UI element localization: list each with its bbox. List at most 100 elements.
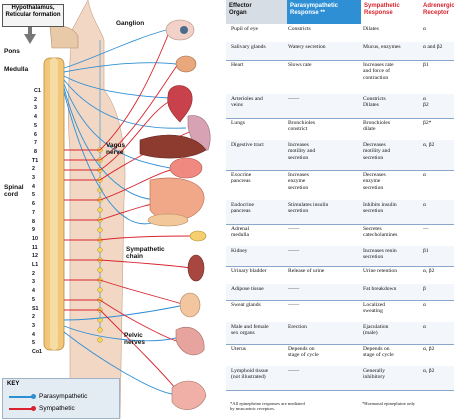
segment-label: 2 — [32, 271, 35, 277]
segment-label: 3 — [32, 175, 35, 181]
vagus-nerve-label: Vagus nerve — [106, 142, 125, 156]
parasympathetic-cell: Stimulates insulin secretion — [288, 202, 348, 215]
receptor-cell: β1 — [423, 248, 453, 254]
segment-label: 7 — [32, 210, 35, 216]
table-row: LungsBronchioles constrictBronchioles di… — [226, 118, 454, 141]
sympathetic-cell: Localized sweating — [363, 302, 419, 315]
footnote-right: *Hormonal epinephrine only — [362, 401, 454, 406]
segment-label: 3 — [32, 279, 35, 285]
effector-cell: Lymphoid tissue (not illustrated) — [231, 368, 285, 381]
segment-label: S1 — [32, 306, 38, 312]
pancreas-organ — [148, 214, 188, 226]
segment-label: L1 — [32, 262, 38, 268]
segment-label: 5 — [32, 297, 35, 303]
key-legend: KEY Parasympathetic Sympathetic — [2, 378, 120, 419]
receptor-cell: α — [423, 324, 453, 330]
autonomic-diagram: Hypothalamus, Reticular formation Gangli… — [0, 0, 222, 419]
pons-label: Pons — [4, 48, 20, 55]
sympathetic-cell: Increases rate and force of contraction — [363, 62, 419, 81]
segment-label: Co1 — [32, 349, 42, 355]
receptor-cell: α — [423, 202, 453, 208]
sympathetic-chain-label: Sympathetic chain — [126, 246, 165, 260]
receptor-cell: α, β2 — [423, 142, 453, 148]
receptor-cell: α, β2 — [423, 346, 453, 352]
intestine-organ — [150, 178, 204, 220]
sympathetic-cell: Depends on stage of cycle — [363, 346, 419, 359]
sympathetic-cell: Generally inhibitory — [363, 368, 419, 381]
chain-ganglion — [98, 208, 103, 213]
effector-cell: Uterus — [231, 346, 285, 352]
effector-cell: Adipose tissue — [231, 286, 285, 292]
kidney-organ — [188, 255, 204, 281]
parasympathetic-cell: Watery secretion — [288, 44, 348, 50]
effector-cell: Male and female sex organs — [231, 324, 285, 337]
parasympathetic-cell: —— — [288, 96, 348, 102]
parasympathetic-cell: Increases motility and secretion — [288, 142, 348, 161]
sympathetic-cell: Mucus, enzymes — [363, 44, 419, 50]
chain-ganglion — [98, 328, 103, 333]
effector-cell: Salivary glands — [231, 44, 285, 50]
table-row: Adipose tissue——Fat breakdownβ — [226, 284, 454, 301]
adrenal-organ — [190, 231, 206, 241]
receptor-cell: α — [423, 302, 453, 308]
symp-key-label: Sympathetic — [39, 405, 75, 412]
pelvic-nerves-label: Pelvic nerves — [124, 332, 145, 346]
parasympathetic-cell: Slows rate — [288, 62, 348, 68]
symp-key-dot — [31, 406, 36, 411]
header-receptor: Adrenergic Receptor — [420, 0, 454, 24]
effector-cell: Pupil of eye — [231, 26, 285, 32]
segment-label: 5 — [34, 123, 37, 129]
parasympathetic-cell: Constricts — [288, 26, 348, 32]
table-row: Lymphoid tissue (not illustrated)——Gener… — [226, 366, 454, 391]
hypothalamus-label: Hypothalamus, Reticular formation — [2, 4, 64, 27]
sympathetic-cell: Secretes catecholamines — [363, 226, 419, 239]
sympathetic-cell: Urine retention — [363, 268, 419, 274]
receptor-cell: α β2 — [423, 96, 453, 109]
sympathetic-cell: Increases renin secretion — [363, 248, 419, 261]
effector-cell: Sweat glands — [231, 302, 285, 308]
table-row: Arterioles and veins——Constricts Dilates… — [226, 94, 454, 119]
effector-table: Effector Organ Parasympathetic Response … — [226, 0, 454, 419]
parasympathetic-cell: Release of urine — [288, 268, 348, 274]
receptor-cell: α — [423, 172, 453, 178]
segment-label: 2 — [34, 97, 37, 103]
segment-label: 6 — [32, 201, 35, 207]
effector-cell: Digestive tract — [231, 142, 285, 148]
parasympathetic-cell: —— — [288, 286, 348, 292]
header-parasympathetic: Parasympathetic Response ** — [287, 0, 361, 24]
segment-label: 11 — [32, 245, 38, 251]
sex-organ — [176, 327, 204, 355]
stomach-organ — [170, 158, 202, 178]
sympathetic-cell: Fat breakdown — [363, 286, 419, 292]
receptor-cell: α and β2 — [423, 44, 453, 50]
segment-label: 4 — [32, 184, 35, 190]
table-row: HeartSlows rate Increases rate and force … — [226, 60, 454, 95]
parasympathetic-cell: —— — [288, 302, 348, 308]
sympathetic-cell: Inhibits insulin secretion — [363, 202, 419, 215]
receptor-cell: α — [423, 26, 453, 32]
header-sympathetic: Sympathetic Response — [361, 0, 420, 24]
segment-label: 4 — [34, 114, 37, 120]
spinal-cord-core — [50, 58, 58, 350]
effector-cell: Heart — [231, 62, 285, 68]
effector-cell: Adrenal medulla — [231, 226, 285, 239]
table-row: Sweat glands—— Localized sweating α — [226, 300, 454, 323]
footnote-left: *All epinephrine responses are mediated … — [230, 401, 360, 412]
receptor-cell: α, β2 — [423, 368, 453, 374]
salivary-gland-organ — [176, 56, 196, 72]
segment-label: 2 — [32, 166, 35, 172]
segment-label: 9 — [32, 227, 35, 233]
effector-cell: Kidney — [231, 248, 285, 254]
receptor-cell: β1 — [423, 62, 453, 68]
ganglion-label: Ganglion — [116, 20, 144, 27]
sympathetic-cell: Constricts Dilates — [363, 96, 419, 109]
parasympathetic-cell: Increases enzyme secretion — [288, 172, 348, 191]
segment-label: 3 — [32, 323, 35, 329]
parasympathetic-cell: Depends on stage of cycle — [288, 346, 348, 359]
segment-label: 7 — [34, 140, 37, 146]
